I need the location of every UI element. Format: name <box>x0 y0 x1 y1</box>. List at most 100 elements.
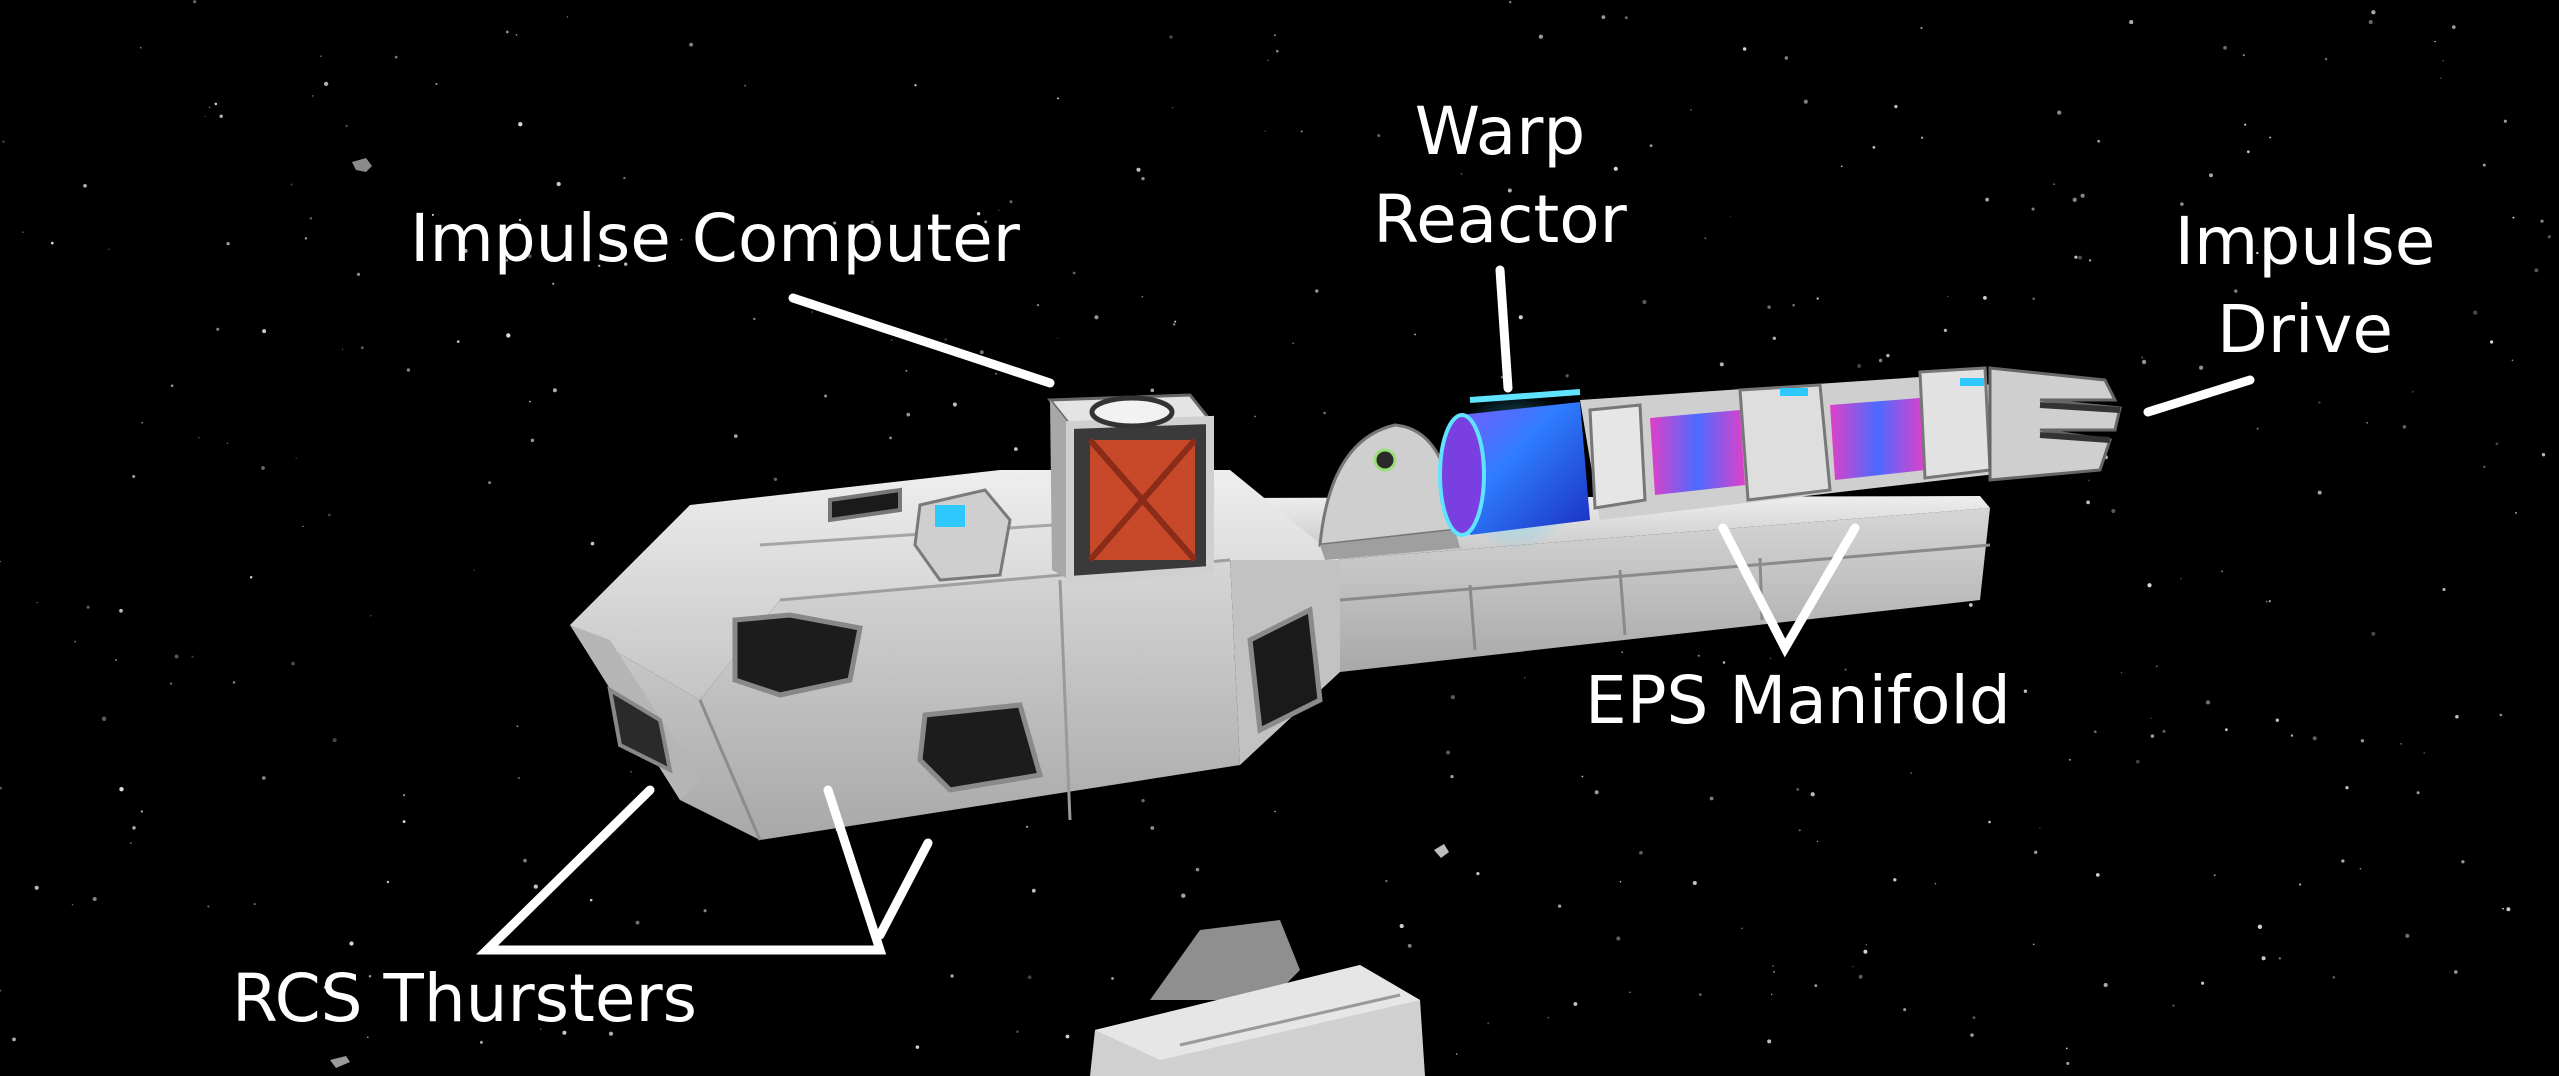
star <box>950 974 954 978</box>
star <box>1377 133 1381 138</box>
star <box>1840 165 1843 168</box>
star <box>1741 927 1743 930</box>
star <box>1385 879 1388 883</box>
star <box>2120 672 2123 674</box>
star <box>0 989 2 992</box>
star <box>515 34 518 36</box>
impulse-drive-text-line1: Impulse <box>2174 203 2436 280</box>
star <box>2242 54 2245 57</box>
star <box>870 220 874 224</box>
star <box>1692 880 1697 886</box>
star <box>1601 15 1606 19</box>
star <box>2086 500 2090 505</box>
star <box>824 394 828 398</box>
star <box>2332 976 2335 979</box>
star <box>1456 1053 1458 1055</box>
star <box>1983 296 1987 300</box>
star <box>1274 810 1276 813</box>
impulse-computer-pointer <box>788 293 1055 388</box>
star <box>1719 362 1724 367</box>
star <box>1878 358 1883 363</box>
star <box>2400 743 2402 745</box>
star <box>2221 570 2223 573</box>
star <box>566 16 569 18</box>
star <box>1111 977 1114 980</box>
star <box>944 338 947 341</box>
star <box>1803 99 1808 104</box>
star <box>261 466 265 470</box>
star <box>1323 411 1326 415</box>
star <box>226 241 230 246</box>
star <box>132 826 136 830</box>
star <box>1292 342 1294 345</box>
star <box>2031 207 2035 211</box>
star <box>304 237 308 240</box>
star <box>2473 310 2478 315</box>
star <box>2489 340 2494 344</box>
star <box>1920 136 1924 139</box>
debris-piece <box>1434 844 1449 858</box>
star <box>1141 177 1145 181</box>
impulse-drive-text-line2: Drive <box>2217 291 2393 368</box>
star <box>488 481 492 485</box>
station-fragment <box>1090 920 1425 1076</box>
star <box>1810 792 1815 797</box>
star <box>1863 949 1868 954</box>
star <box>1792 303 1795 307</box>
impulse-drive-pointer <box>2143 375 2255 417</box>
star <box>1934 882 1937 885</box>
star <box>2541 453 2546 457</box>
star <box>1072 271 1076 275</box>
star <box>1729 215 1732 217</box>
star <box>2213 874 2216 877</box>
star <box>1970 1033 1974 1037</box>
star <box>1915 715 1919 719</box>
star <box>323 985 328 989</box>
star <box>517 776 520 779</box>
star <box>1972 1016 1976 1019</box>
star <box>998 209 1000 212</box>
star <box>1547 1016 1550 1019</box>
star <box>2312 736 2317 741</box>
star <box>295 457 297 459</box>
star <box>2482 163 2486 167</box>
star <box>2057 110 2062 115</box>
star <box>2066 1061 2070 1065</box>
eps-manifold-text: EPS Manifold <box>1585 662 2011 739</box>
star <box>2150 734 2155 738</box>
star <box>2483 465 2486 469</box>
star <box>2246 150 2250 154</box>
star <box>1988 820 1991 824</box>
star <box>479 1040 483 1044</box>
star <box>2412 391 2414 393</box>
star <box>2278 957 2282 960</box>
star <box>529 400 531 403</box>
star <box>2368 20 2373 25</box>
star <box>1016 1030 1019 1033</box>
star <box>115 658 118 661</box>
star <box>773 477 778 482</box>
star <box>2093 730 2097 734</box>
star <box>1141 295 1144 298</box>
star <box>1009 200 1013 204</box>
star <box>2234 289 2238 293</box>
star <box>1771 993 1773 995</box>
star <box>1150 388 1155 393</box>
star <box>2039 827 2041 829</box>
star <box>216 327 220 331</box>
star <box>2402 425 2407 429</box>
star <box>119 608 123 613</box>
star <box>562 1030 567 1035</box>
star <box>2269 136 2272 139</box>
star <box>2512 216 2515 219</box>
star <box>261 776 266 780</box>
star <box>2111 509 2116 513</box>
star <box>2244 123 2247 126</box>
star <box>2442 587 2446 592</box>
star <box>2502 907 2504 910</box>
star <box>12 1037 16 1042</box>
star <box>2345 786 2349 790</box>
star <box>2453 970 2458 974</box>
star <box>2268 600 2271 603</box>
